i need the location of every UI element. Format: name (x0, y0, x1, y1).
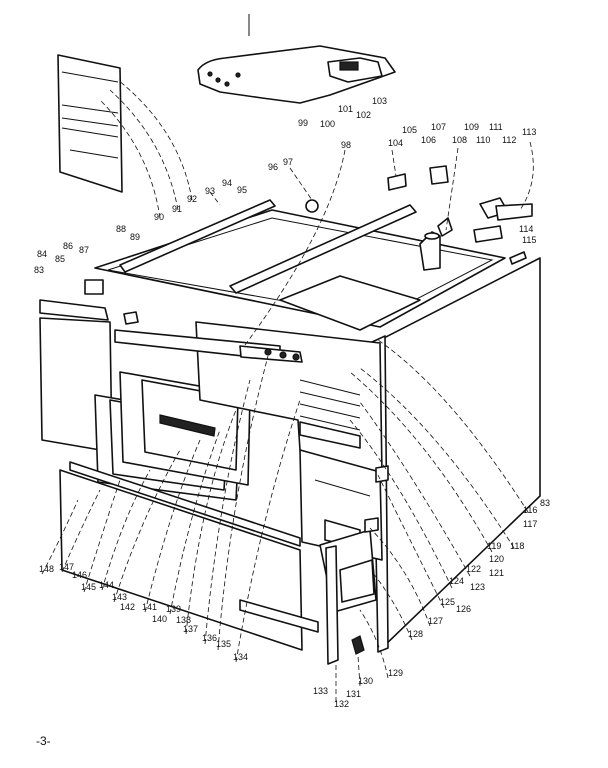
callout-c100: 100 (320, 119, 335, 129)
callout-c102: 102 (356, 110, 371, 120)
storage-drawer (59, 461, 319, 651)
callout-c112: 112 (502, 135, 516, 145)
callout-c119: 119 (487, 541, 501, 551)
page-number: -3- (36, 734, 51, 748)
callout-leaders (41, 79, 534, 702)
callout-c139: 139 (166, 604, 181, 614)
callout-c138: 138 (176, 615, 191, 625)
callout-c130: 130 (358, 676, 373, 686)
callout-c93: 93 (205, 186, 215, 196)
small-hardware (84, 165, 533, 533)
cooktop-cover (197, 45, 396, 104)
callout-c83a: 83 (34, 265, 44, 275)
callout-c109: 109 (464, 122, 479, 132)
callout-c83b: 83 (540, 498, 550, 508)
callout-c107: 107 (431, 122, 446, 132)
hinge-bracket (319, 529, 377, 665)
callout-c141: 141 (142, 602, 157, 612)
callout-c125: 125 (440, 597, 455, 607)
cooktop-frame (94, 199, 506, 331)
callout-c140: 140 (152, 614, 167, 624)
callout-c124: 124 (449, 576, 464, 586)
callout-c123: 123 (470, 582, 485, 592)
callout-c121: 121 (489, 568, 504, 578)
callout-c120: 120 (489, 554, 504, 564)
callout-c85: 85 (55, 254, 65, 264)
callout-c122: 122 (466, 564, 481, 574)
callout-c96: 96 (268, 162, 278, 172)
callout-c114: 114 (519, 224, 533, 234)
callout-c144: 144 (99, 580, 114, 590)
callout-c136: 136 (202, 633, 217, 643)
callout-c126: 126 (456, 604, 471, 614)
callout-c127: 127 (428, 616, 443, 626)
callout-c128: 128 (408, 629, 423, 639)
callout-c142: 142 (120, 602, 135, 612)
callout-c90: 90 (154, 212, 164, 222)
oven-cavity (195, 321, 383, 476)
callout-c101: 101 (338, 104, 353, 114)
callout-c116: 116 (523, 505, 537, 515)
callout-c97: 97 (283, 157, 293, 167)
callout-c98: 98 (341, 140, 351, 150)
callout-labels: 83 84 85 86 87 88 89 90 91 92 93 94 95 96 97 98 99 100101… (34, 96, 550, 709)
control-panel (114, 329, 303, 363)
callout-c110: 110 (476, 135, 490, 145)
callout-c145: 145 (81, 582, 96, 592)
callout-c146: 146 (72, 570, 87, 580)
callout-c92: 92 (187, 194, 197, 204)
callout-c135: 135 (216, 639, 231, 649)
callout-c104: 104 (388, 138, 403, 148)
callout-c106: 106 (421, 135, 436, 145)
callout-c134: 134 (233, 652, 248, 662)
callout-c131: 131 (346, 689, 361, 699)
callout-c95: 95 (237, 185, 247, 195)
callout-c143: 143 (112, 592, 127, 602)
callout-c117: 117 (523, 519, 537, 529)
callout-c108: 108 (452, 135, 467, 145)
callout-c132: 132 (334, 699, 349, 709)
callout-c89: 89 (130, 232, 140, 242)
callout-c129: 129 (388, 668, 403, 678)
callout-c91: 91 (172, 204, 182, 214)
callout-c133: 133 (313, 686, 328, 696)
oven-interior-inset (57, 54, 123, 193)
callout-c87: 87 (79, 245, 89, 255)
callout-c86: 86 (63, 241, 73, 251)
callout-c115: 115 (522, 235, 536, 245)
callout-c137: 137 (183, 624, 198, 634)
callout-c99: 99 (298, 118, 308, 128)
callout-c105: 105 (402, 125, 417, 135)
callout-c94: 94 (222, 178, 232, 188)
callout-c111: 111 (489, 122, 503, 132)
callout-c88: 88 (116, 224, 126, 234)
callout-c84: 84 (37, 249, 47, 259)
callout-c103: 103 (372, 96, 387, 106)
callout-c147: 147 (59, 562, 74, 572)
callout-c118: 118 (510, 541, 524, 551)
callout-c113: 113 (522, 127, 536, 137)
callout-c148: 148 (39, 564, 54, 574)
